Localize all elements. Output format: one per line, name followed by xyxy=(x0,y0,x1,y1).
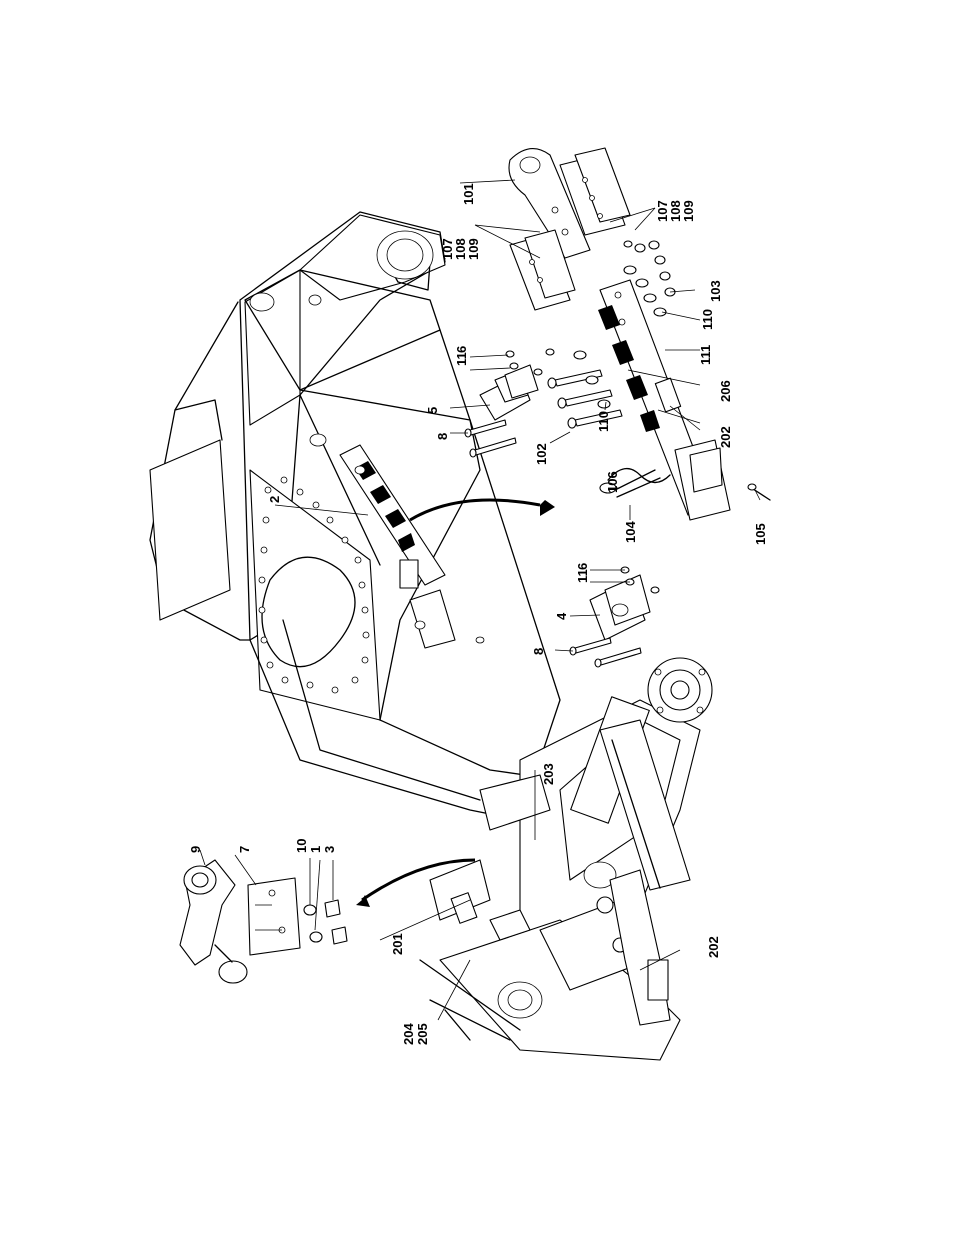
chassis-frame xyxy=(149,211,561,821)
callout-202: 202 xyxy=(706,936,721,958)
callout-labels: 101 107 108 109 107 108 109 103 110 111 … xyxy=(188,183,768,1045)
callout-203: 203 xyxy=(541,763,556,785)
callout-107: 107 xyxy=(655,200,670,222)
callout-205: 205 xyxy=(415,1023,430,1045)
callout-9: 9 xyxy=(188,846,203,853)
callout-110: 110 xyxy=(596,411,611,432)
callout-108: 108 xyxy=(453,238,468,260)
callout-107: 107 xyxy=(440,238,455,260)
callout-11: 11 xyxy=(454,352,469,366)
callout-10: 10 xyxy=(294,839,309,853)
callout-104: 104 xyxy=(623,521,638,543)
boom-arm-assembly xyxy=(419,657,713,1061)
callout-109: 109 xyxy=(466,238,481,260)
handle-9-assembly xyxy=(179,859,348,984)
callout-1: 1 xyxy=(308,846,323,853)
bracket-4-assembly xyxy=(569,566,660,668)
callout-102: 102 xyxy=(534,443,549,465)
exploded-bumper xyxy=(508,147,771,521)
callout-204: 204 xyxy=(401,1023,416,1045)
callout-8: 8 xyxy=(435,433,450,440)
callout-110: 110 xyxy=(700,309,715,330)
callout-11: 11 xyxy=(575,569,590,583)
callout-101: 101 xyxy=(461,183,476,205)
turntable-holes xyxy=(258,476,370,694)
callout-202: 202 xyxy=(718,426,733,448)
callout-111: 111 xyxy=(698,345,713,365)
callout-6: 6 xyxy=(575,563,590,570)
callout-206: 206 xyxy=(718,380,733,402)
bracket-5-assembly xyxy=(464,348,555,458)
callout-4: 4 xyxy=(554,612,569,620)
callout-8: 8 xyxy=(531,648,546,655)
callout-5: 5 xyxy=(425,407,440,414)
callout-201: 201 xyxy=(390,933,405,955)
callout-103: 103 xyxy=(708,280,723,302)
callout-7: 7 xyxy=(237,846,252,853)
callout-106: 106 xyxy=(605,471,620,493)
explode-arrows xyxy=(356,498,555,907)
callout-109: 109 xyxy=(681,200,696,222)
callout-6: 6 xyxy=(454,346,469,353)
callout-105: 105 xyxy=(753,523,768,545)
leader-lines xyxy=(199,179,761,1021)
callout-2: 2 xyxy=(267,496,282,503)
callout-3: 3 xyxy=(322,846,337,853)
callout-108: 108 xyxy=(668,200,683,222)
